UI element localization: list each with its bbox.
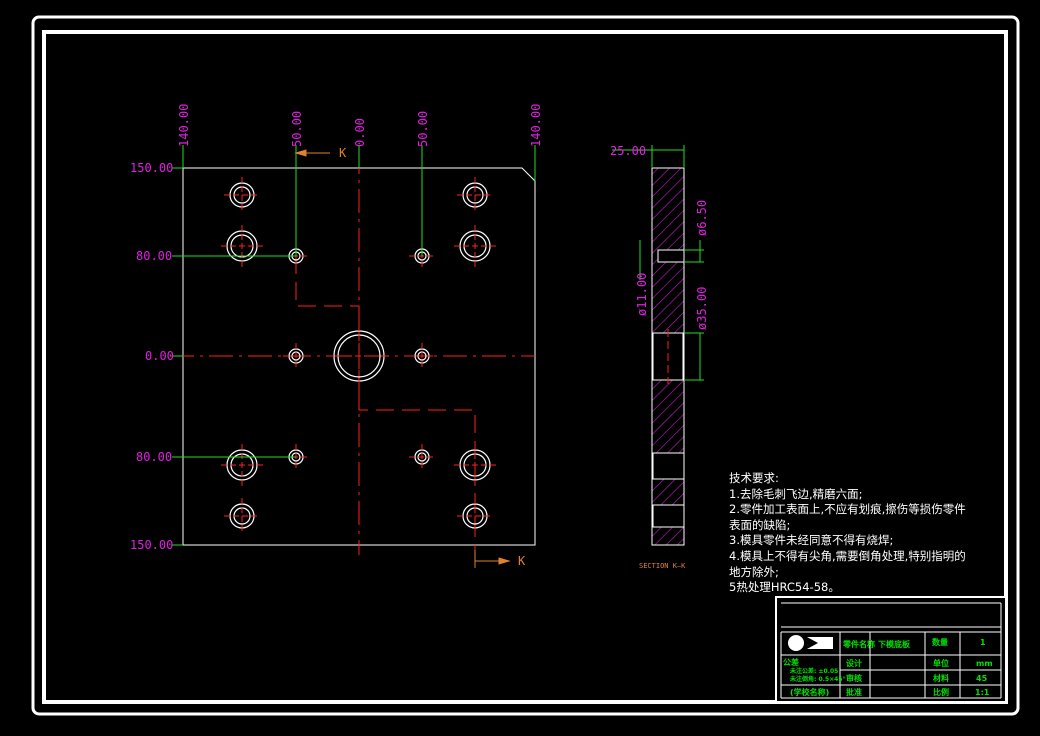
tb-approve-label: 批准 [846, 687, 862, 697]
tech-req-line: 表面的缺陷; [729, 517, 791, 532]
dim-small-hole: ø6.50 [695, 200, 709, 236]
section-marker-bottom: K [518, 554, 526, 568]
section-marker-top: K [339, 146, 347, 160]
dimension-lines [172, 145, 536, 546]
centerlines [170, 150, 535, 555]
dim-y-80-top: 80.00 [136, 249, 172, 263]
tb-part-name-label: 零件名称 [842, 639, 875, 649]
dim-thickness: 25.00 [610, 144, 646, 158]
tech-req-title: 技术要求: [729, 471, 779, 485]
section-label: SECTION K—K [639, 562, 686, 570]
guide-hole [221, 225, 263, 267]
guide-hole [457, 498, 493, 534]
company-logo-circle [788, 635, 804, 651]
dim-y-80-bottom: 80.00 [136, 450, 172, 464]
tech-req-line: 3.模具零件未经同意不得有烧焊; [729, 533, 894, 548]
tb-unit: mm [976, 659, 993, 668]
dim-x-140-right: 140.00 [529, 104, 543, 147]
section-hole-lower [652, 504, 685, 528]
tb-part-name: 下模底板 [878, 639, 911, 649]
tb-quantity-label: 数量 [932, 637, 948, 647]
section-arrows [294, 149, 511, 568]
section-path [295, 256, 476, 550]
tb-material: 45 [976, 674, 988, 683]
section-hole-upper [657, 249, 685, 263]
dim-x-50-right: 50.00 [416, 111, 430, 147]
dim-center-bore: ø35.00 [695, 287, 709, 330]
tb-check-label: 审核 [846, 673, 862, 683]
dim-counterbore: ø11.00 [635, 273, 649, 316]
screw-hole [283, 343, 309, 369]
dim-y-0: 0.00 [145, 349, 174, 363]
tech-req-line: 4.模具上不得有尖角,需要倒角处理,特别指明的 [729, 548, 966, 563]
technical-requirements: 技术要求: 1.去除毛刺飞边,精磨六面; 2.零件加工表面上,不应有划痕,擦伤等… [729, 471, 966, 596]
tech-req-line: 1.去除毛刺飞边,精磨六面; [729, 486, 863, 501]
tech-req-line: 地方除外; [729, 564, 779, 579]
tb-quantity: 1 [980, 638, 986, 647]
tb-tolerance-1: 未注公差: ±0.05 [790, 667, 838, 675]
dim-y-150-top: 150.00 [130, 161, 173, 175]
tech-req-line: 2.零件加工表面上,不应有划痕,擦伤等损伤零件 [729, 502, 966, 517]
tb-design-label: 设计 [846, 658, 862, 668]
guide-hole [224, 498, 260, 534]
dim-x-0: 0.00 [353, 118, 367, 147]
outer-frame [31, 15, 1020, 716]
tb-material-label: 材料 [933, 673, 949, 683]
guide-hole [454, 444, 496, 486]
dim-y-150-bottom: 150.00 [130, 538, 173, 552]
guide-hole [224, 177, 260, 213]
tb-scale-label: 比例 [933, 687, 949, 697]
company-logo-arrow [807, 637, 833, 649]
section-hole-mid [652, 452, 685, 480]
guide-hole [221, 444, 263, 486]
tb-scale: 1:1 [975, 688, 990, 697]
plate-outline [182, 167, 536, 546]
tb-tolerance-2: 未注倒角: 0.5×45° [790, 675, 846, 683]
inner-frame [42, 30, 1008, 704]
title-block: 零件名称 下模底板 数量 1 公差 未注公差: ±0.05 未注倒角: 0.5×… [775, 596, 1007, 703]
tb-tolerance-label: 公差 [783, 657, 799, 667]
guide-hole [454, 225, 496, 267]
dim-x-50-left: 50.00 [290, 111, 304, 147]
section-view: 25.00 ø6.50 ø11.00 ø35.00 SECTION K—K [610, 144, 709, 570]
tb-unit-label: 单位 [933, 658, 949, 668]
center-bore [328, 325, 390, 387]
tb-company: (学校名称) [790, 687, 829, 697]
dim-x-140-left: 140.00 [177, 104, 191, 147]
guide-hole [457, 177, 493, 213]
screw-hole [409, 343, 435, 369]
screw-hole [409, 444, 435, 470]
tech-req-line: 5热处理HRC54-58。 [729, 580, 840, 595]
